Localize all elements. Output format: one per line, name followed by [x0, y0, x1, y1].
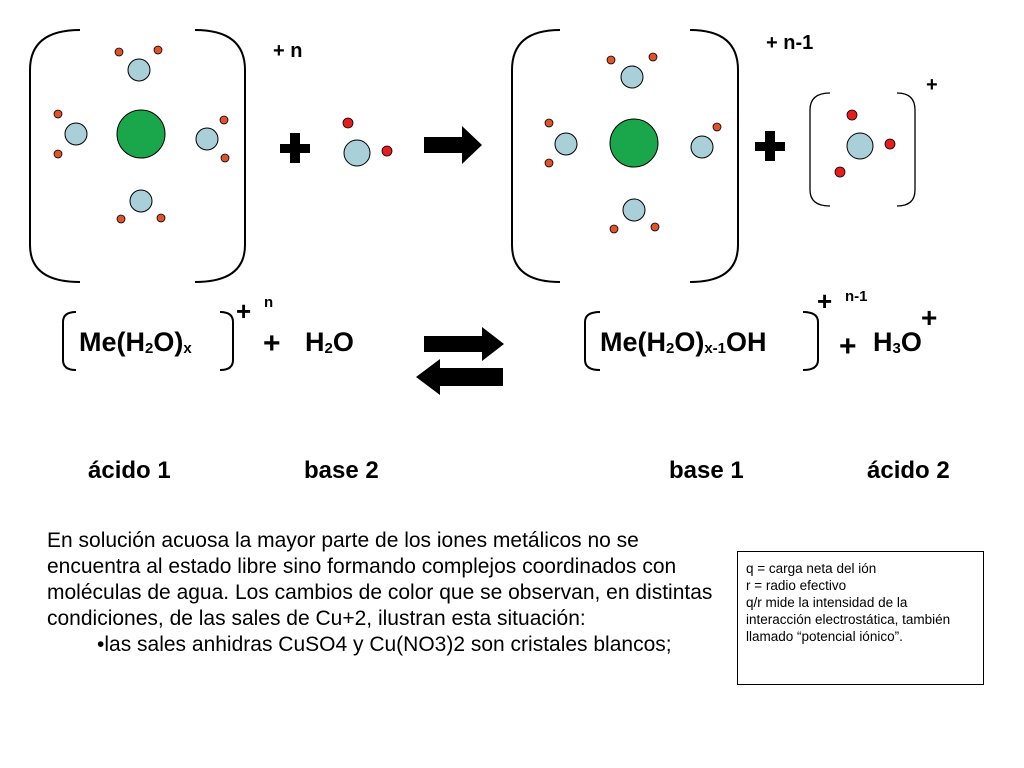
hydrogen-atom: [544, 118, 554, 128]
bracket-left-complex-close: [194, 29, 246, 283]
ionic-potential-note: q = carga neta del ión r = radio efectiv…: [737, 551, 984, 685]
hydrogen-atom: [650, 222, 660, 232]
role-base-2: base 2: [304, 457, 379, 484]
left-complex: [53, 45, 230, 224]
charge-sign-left-complex: +: [236, 296, 252, 326]
bracket-equation-right-close: [802, 311, 819, 371]
plus-sign-diagram-1: [280, 133, 310, 163]
oxygen-atom: [343, 139, 371, 167]
hydrogen-atom: [220, 153, 230, 163]
hydrogen-atom: [116, 214, 126, 224]
water-molecule: [342, 117, 393, 167]
equilibrium-arrow-forward: [424, 327, 504, 361]
charge-exp-right-complex: n-1: [845, 288, 868, 305]
hydrogen-atom: [156, 213, 166, 223]
hydrogen-atom: [53, 109, 63, 119]
bracket-equation-left-open: [62, 311, 77, 371]
oxygen-atom: [195, 127, 219, 151]
bracket-equation-right-open: [584, 311, 601, 371]
plus-sign-diagram-2: [755, 131, 785, 161]
oxygen-atom: [620, 65, 644, 89]
formula-water: H2O: [305, 327, 354, 357]
bracket-hydronium-close: [896, 92, 916, 207]
hydronium-molecule: [834, 109, 896, 178]
hydrogen-atom: [153, 45, 163, 55]
oxygen-atom: [129, 189, 153, 213]
hydrogen-atom: [342, 117, 354, 129]
hydrogen-atom: [606, 55, 616, 65]
oxygen-atom: [554, 132, 578, 156]
charge-hydronium-diagram: +: [926, 74, 938, 96]
charge-exp-left-complex: n: [264, 294, 274, 311]
hydrogen-atom: [834, 166, 846, 178]
formula-right-complex: Me(H2O)x-1OH: [600, 327, 767, 357]
role-acid-2: ácido 2: [867, 457, 950, 484]
hydrogen-atom: [884, 138, 896, 150]
formula-hydronium: H3O: [873, 327, 922, 357]
bracket-right-complex-close: [689, 29, 739, 283]
oxygen-atom: [622, 198, 646, 222]
oxygen-atom: [64, 122, 88, 146]
bracket-right-complex-open: [511, 29, 561, 283]
hydrogen-atom: [712, 122, 722, 132]
oxygen-atom: [846, 132, 874, 160]
bracket-hydronium-open: [809, 92, 831, 207]
hydrogen-atom: [648, 52, 658, 62]
metal-center-atom: [116, 109, 166, 159]
oxygen-atom: [690, 135, 714, 159]
hydrogen-atom: [114, 47, 124, 57]
charge-left-complex: + n: [273, 40, 303, 62]
role-base-1: base 1: [669, 457, 744, 484]
hydrogen-atom: [53, 149, 63, 159]
hydrogen-atom: [846, 109, 858, 121]
hydrogen-atom: [544, 158, 554, 168]
formula-left-complex: Me(H2O)x: [79, 327, 192, 357]
role-acid-1: ácido 1: [88, 457, 171, 484]
bracket-left-complex-open: [29, 29, 81, 283]
explanation-paragraph: En solución acuosa la mayor parte de los…: [47, 529, 713, 630]
metal-center-atom: [609, 118, 659, 168]
explanation-text: En solución acuosa la mayor parte de los…: [47, 528, 727, 658]
plus-sign-equation-2: +: [839, 330, 857, 363]
equilibrium-arrow-backward: [416, 359, 503, 395]
charge-sign-right-complex: +: [817, 286, 833, 316]
charge-right-complex: + n-1: [766, 32, 814, 54]
right-complex: [544, 52, 722, 234]
plus-sign-equation-1: +: [263, 327, 281, 360]
explanation-bullet: •las sales anhidras CuSO4 y Cu(NO3)2 son…: [97, 633, 672, 656]
charge-hydronium-equation: +: [921, 302, 938, 333]
hydrogen-atom: [609, 224, 619, 234]
hydrogen-atom: [219, 115, 229, 125]
reaction-arrow: [424, 126, 482, 164]
oxygen-atom: [127, 58, 151, 82]
bracket-equation-left-close: [219, 311, 234, 371]
hydrogen-atom: [381, 145, 393, 157]
